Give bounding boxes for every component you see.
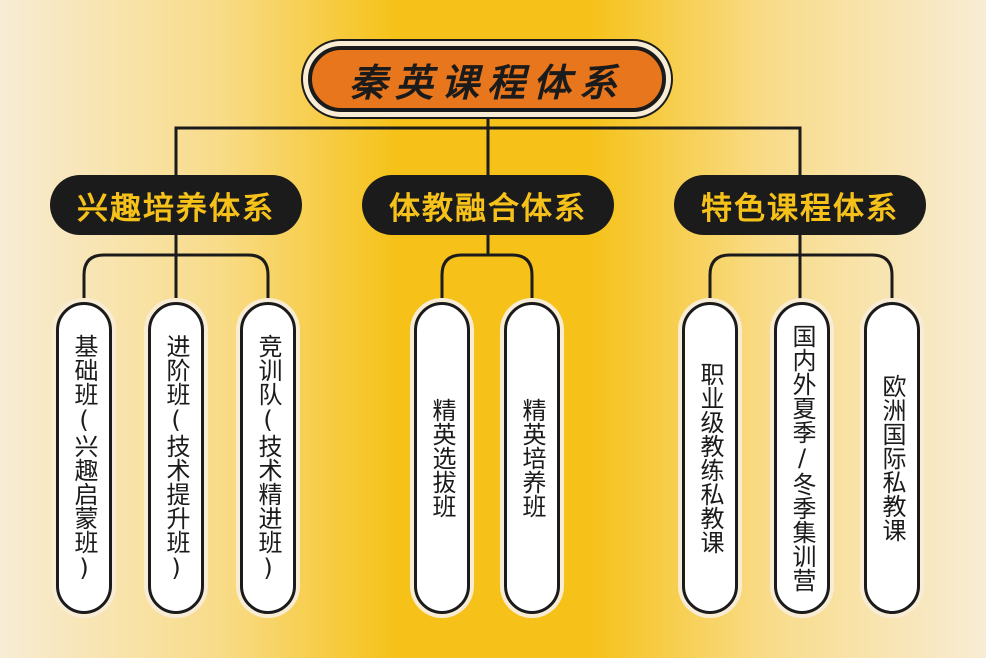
- leaf-node-pro-coach-private: 职业级教练私教课: [682, 302, 738, 614]
- leaf-label: 进阶班(技术提升班): [162, 334, 190, 582]
- root-connector: [174, 112, 802, 175]
- leaf-node-training-team: 竞训队(技术精进班): [240, 302, 296, 614]
- category-node-interest: 兴趣培养体系: [50, 175, 302, 235]
- cat2-connector: [440, 235, 534, 302]
- leaf-label: 精英选拔班: [428, 398, 456, 518]
- category-label: 兴趣培养体系: [77, 190, 275, 227]
- leaf-node-advanced-class: 进阶班(技术提升班): [148, 302, 204, 614]
- category-node-sports-education: 体教融合体系: [362, 175, 614, 235]
- leaf-node-basic-class: 基础班(兴趣启蒙班): [56, 302, 112, 614]
- leaf-node-training-camp: 国内外夏季/冬季集训营: [774, 302, 830, 614]
- leaf-label: 竞训队(技术精进班): [254, 334, 282, 582]
- leaf-label: 职业级教练私教课: [696, 362, 724, 554]
- leaf-node-europe-private: 欧洲国际私教课: [864, 302, 920, 614]
- root-node: 秦英课程体系: [308, 46, 666, 112]
- cat1-connector: [82, 235, 270, 302]
- category-label: 特色课程体系: [701, 190, 899, 227]
- leaf-label: 基础班(兴趣启蒙班): [70, 334, 98, 582]
- category-label: 体教融合体系: [389, 190, 587, 227]
- leaf-label: 国内外夏季/冬季集训营: [788, 324, 816, 592]
- leaf-label: 精英培养班: [518, 398, 546, 518]
- cat3-connector: [708, 235, 894, 302]
- leaf-label: 欧洲国际私教课: [878, 374, 906, 542]
- root-label: 秦英课程体系: [348, 60, 625, 105]
- leaf-node-elite-selection: 精英选拔班: [414, 302, 470, 614]
- category-node-featured: 特色课程体系: [674, 175, 926, 235]
- leaf-node-elite-training: 精英培养班: [504, 302, 560, 614]
